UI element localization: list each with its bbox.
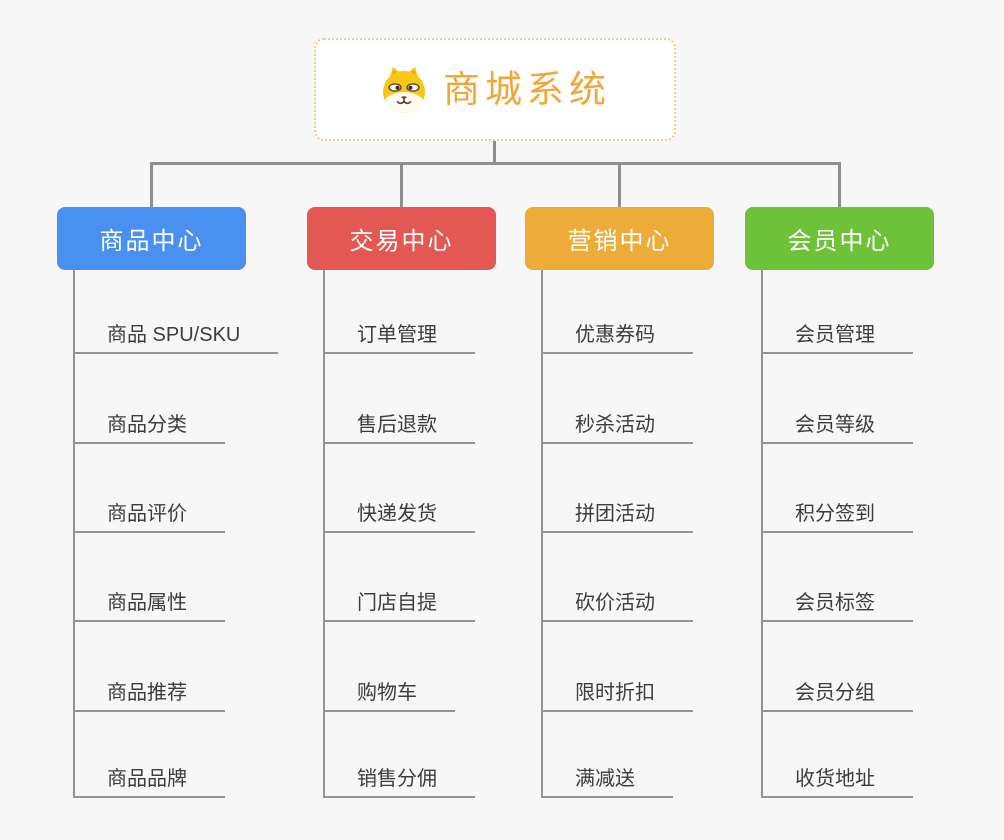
child-node[interactable]: 门店自提 bbox=[323, 576, 475, 622]
child-node[interactable]: 商品评价 bbox=[73, 487, 225, 533]
branch-spine-line bbox=[761, 270, 763, 798]
child-node-label: 销售分佣 bbox=[357, 768, 437, 790]
child-node-label: 商品属性 bbox=[107, 592, 187, 614]
child-node[interactable]: 快递发货 bbox=[323, 487, 475, 533]
connector-bus bbox=[150, 162, 841, 165]
child-node-label: 积分签到 bbox=[795, 503, 875, 525]
child-node-label: 订单管理 bbox=[357, 324, 437, 346]
child-node[interactable]: 商品属性 bbox=[73, 576, 225, 622]
child-node-label: 购物车 bbox=[357, 682, 417, 704]
branch-connector-stub bbox=[618, 162, 621, 207]
root-connector-stub bbox=[493, 141, 496, 165]
branch-node-2[interactable]: 营销中心 bbox=[525, 207, 714, 270]
child-node[interactable]: 优惠券码 bbox=[541, 308, 693, 354]
child-node-label: 秒杀活动 bbox=[575, 414, 655, 436]
child-node[interactable]: 商品分类 bbox=[73, 398, 225, 444]
child-node-label: 满减送 bbox=[575, 768, 635, 790]
child-node-label: 会员分组 bbox=[795, 682, 875, 704]
child-node[interactable]: 商品 SPU/SKU bbox=[73, 308, 279, 354]
child-node-label: 商品推荐 bbox=[107, 682, 187, 704]
branch-connector-stub bbox=[150, 162, 153, 207]
root-node[interactable]: 商城系统 bbox=[314, 38, 676, 141]
child-node[interactable]: 会员等级 bbox=[761, 398, 913, 444]
dog-face-icon bbox=[383, 66, 425, 113]
child-node[interactable]: 商品推荐 bbox=[73, 666, 225, 712]
child-node[interactable]: 限时折扣 bbox=[541, 666, 693, 712]
branch-label: 会员中心 bbox=[787, 228, 892, 255]
child-node-label: 限时折扣 bbox=[575, 682, 655, 704]
child-node-label: 会员等级 bbox=[795, 414, 875, 436]
child-node-label: 会员标签 bbox=[795, 592, 875, 614]
branch-spine-line bbox=[323, 270, 325, 798]
branch-node-1[interactable]: 交易中心 bbox=[307, 207, 496, 270]
child-node-label: 会员管理 bbox=[795, 324, 875, 346]
child-node-label: 商品分类 bbox=[107, 414, 187, 436]
child-node[interactable]: 秒杀活动 bbox=[541, 398, 693, 444]
child-node[interactable]: 订单管理 bbox=[323, 308, 475, 354]
child-node-label: 收货地址 bbox=[795, 768, 875, 790]
branch-spine-line bbox=[73, 270, 75, 798]
child-node-label: 拼团活动 bbox=[575, 503, 655, 525]
child-node[interactable]: 积分签到 bbox=[761, 487, 913, 533]
child-node[interactable]: 拼团活动 bbox=[541, 487, 693, 533]
child-node[interactable]: 会员管理 bbox=[761, 308, 913, 354]
child-node[interactable]: 购物车 bbox=[323, 666, 455, 712]
child-node[interactable]: 满减送 bbox=[541, 752, 673, 798]
child-node-label: 商品品牌 bbox=[107, 768, 187, 790]
child-node[interactable]: 会员标签 bbox=[761, 576, 913, 622]
branch-label: 商品中心 bbox=[99, 228, 204, 255]
child-node-label: 快递发货 bbox=[357, 503, 437, 525]
branch-node-3[interactable]: 会员中心 bbox=[745, 207, 934, 270]
branch-label: 交易中心 bbox=[349, 228, 454, 255]
branch-node-0[interactable]: 商品中心 bbox=[57, 207, 246, 270]
root-title: 商城系统 bbox=[443, 69, 611, 110]
child-node-label: 门店自提 bbox=[357, 592, 437, 614]
child-node[interactable]: 销售分佣 bbox=[323, 752, 475, 798]
branch-spine-line bbox=[541, 270, 543, 798]
child-node[interactable]: 售后退款 bbox=[323, 398, 475, 444]
child-node-label: 优惠券码 bbox=[575, 324, 655, 346]
branch-connector-stub bbox=[400, 162, 403, 207]
branch-label: 营销中心 bbox=[567, 228, 672, 255]
child-node[interactable]: 砍价活动 bbox=[541, 576, 693, 622]
child-node-label: 商品 SPU/SKU bbox=[107, 324, 241, 346]
child-node[interactable]: 商品品牌 bbox=[73, 752, 225, 798]
child-node-label: 售后退款 bbox=[357, 414, 437, 436]
child-node-label: 砍价活动 bbox=[575, 592, 655, 614]
branch-connector-stub bbox=[838, 162, 841, 207]
child-node-label: 商品评价 bbox=[107, 503, 187, 525]
child-node[interactable]: 收货地址 bbox=[761, 752, 913, 798]
child-node[interactable]: 会员分组 bbox=[761, 666, 913, 712]
